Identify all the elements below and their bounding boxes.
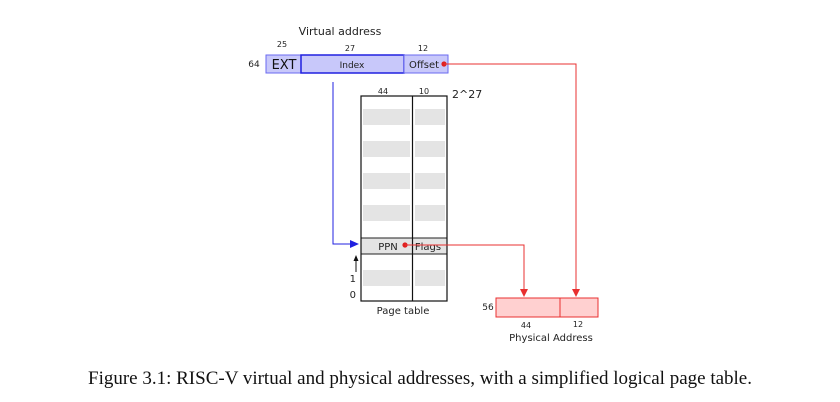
shaded-row — [415, 205, 445, 221]
flags-bits-label: 10 — [419, 87, 429, 96]
offset-bits-label: 12 — [418, 44, 428, 53]
index-arrowhead-icon — [350, 240, 359, 248]
flags-label: Flags — [415, 242, 441, 253]
ppn-arrow — [405, 244, 525, 290]
row-up-arrowhead-icon — [353, 255, 359, 261]
table-size-label: 2^27 — [452, 88, 482, 101]
shaded-row — [363, 141, 410, 157]
index-label: Index — [340, 61, 365, 71]
page-table-border — [360, 95, 448, 302]
ext-label: EXT — [272, 58, 297, 73]
shaded-rows — [363, 109, 445, 286]
ppn-bits-label: 44 — [378, 87, 388, 96]
ppn-label: PPN — [378, 242, 398, 253]
pa-offset-bits-label: 12 — [573, 320, 583, 329]
shaded-row — [415, 270, 445, 286]
offset-label: Offset — [409, 60, 439, 71]
ext-bits-label: 25 — [277, 40, 287, 49]
offset-arrow — [444, 63, 577, 290]
row-label-0: 0 — [350, 290, 356, 301]
index-arrow — [332, 82, 352, 245]
va-width-label: 64 — [248, 60, 260, 70]
shaded-row — [415, 141, 445, 157]
row-label-1: 1 — [350, 274, 356, 285]
pa-offset-field — [559, 297, 599, 318]
index-bits-label: 27 — [345, 44, 355, 53]
shaded-row — [363, 109, 410, 125]
virtual-address-title: Virtual address — [299, 25, 382, 38]
shaded-row — [363, 270, 410, 286]
pa-ppn-bits-label: 44 — [521, 321, 531, 330]
pa-width-label: 56 — [482, 303, 494, 313]
pa-ppn-field — [495, 297, 561, 318]
shaded-row — [415, 109, 445, 125]
page-table-label: Page table — [377, 306, 430, 317]
shaded-row — [415, 173, 445, 189]
physical-address-title: Physical Address — [509, 333, 593, 344]
shaded-row — [363, 173, 410, 189]
offset-arrowhead-icon — [572, 289, 580, 297]
figure-caption: Figure 3.1: RISC-V virtual and physical … — [88, 368, 752, 389]
shaded-row — [363, 205, 410, 221]
ppn-arrowhead-icon — [520, 289, 528, 297]
